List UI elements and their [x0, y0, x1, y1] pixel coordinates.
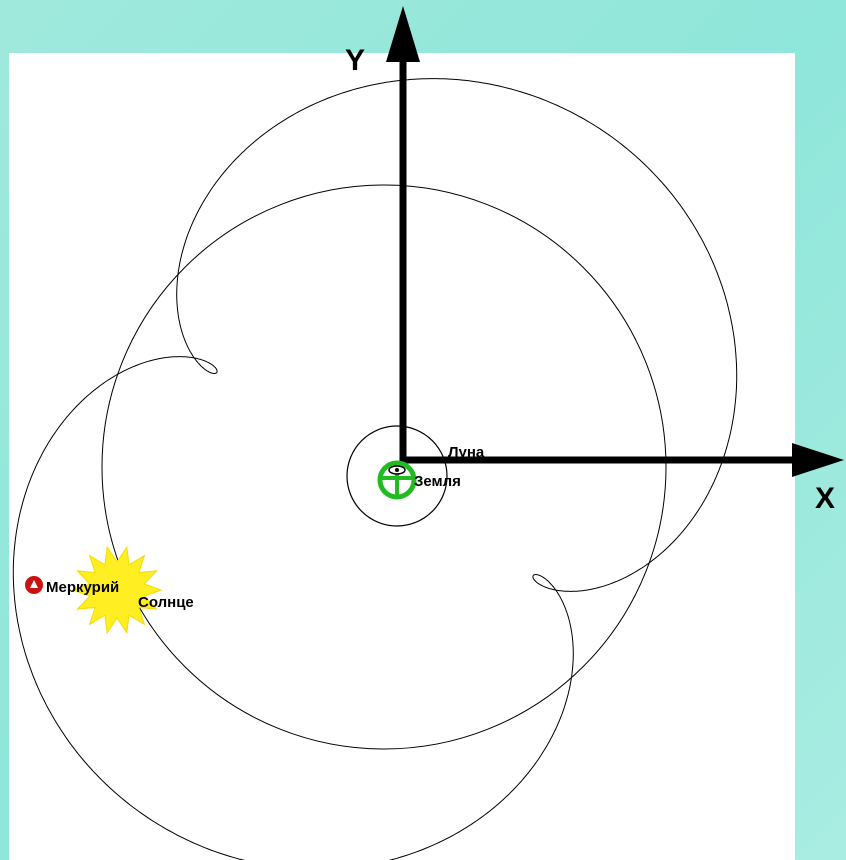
mercury-icon: [25, 576, 43, 594]
x-axis-arrowhead: [792, 443, 844, 477]
mercury-orbit-path: [13, 79, 736, 860]
y-axis-arrowhead: [386, 6, 420, 62]
earth-icon: [380, 462, 414, 497]
earth-label: Земля: [414, 473, 461, 490]
x-axis-label: X: [815, 482, 835, 515]
y-axis-label: Y: [345, 44, 365, 77]
moon-label: Луна: [448, 444, 485, 461]
mercury-label: Меркурий: [46, 579, 119, 596]
sun-label: Солнце: [138, 594, 194, 611]
